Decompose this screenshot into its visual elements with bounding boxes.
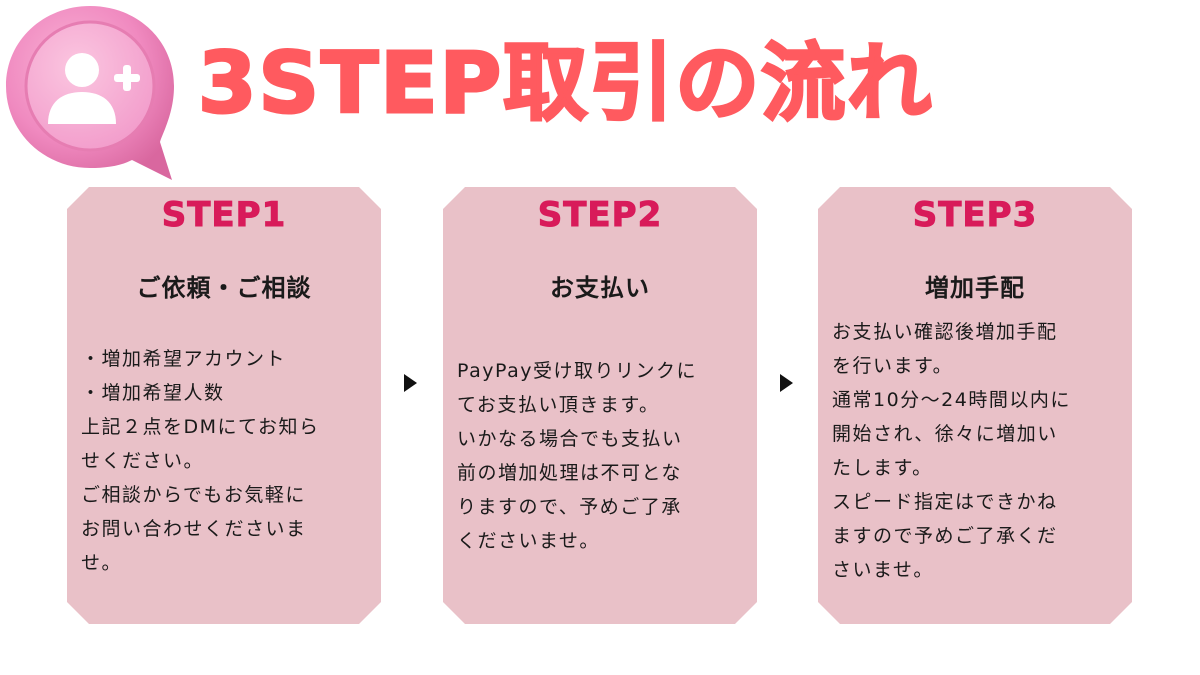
description-line: 上記２点をDMにてお知ら: [81, 416, 320, 438]
description-line: くださいませ。: [457, 530, 600, 552]
description-line: ますので予めご了承くだ: [832, 525, 1058, 547]
step-heading: お支払い: [550, 274, 650, 302]
step-label: STEP2: [537, 195, 663, 235]
step-description: PayPay受け取りリンクに てお支払い頂きます。 いかなる場合でも支払い 前の…: [457, 354, 747, 558]
description-line: ・増加希望人数: [81, 382, 225, 404]
description-line: PayPay受け取りリンクに: [457, 360, 697, 382]
step-label: STEP3: [912, 195, 1038, 235]
description-line: ご相談からでもお気軽に: [81, 484, 306, 506]
step-label: STEP1: [161, 195, 287, 235]
description-line: 通常10分〜24時間以内に: [832, 389, 1071, 411]
description-line: さいませ。: [832, 559, 934, 581]
step-heading: ご依頼・ご相談: [136, 274, 312, 302]
add-user-icon: [6, 6, 174, 180]
description-line: りますので、予めご了承: [457, 496, 682, 518]
add-user-bubble-logo: [2, 2, 182, 182]
step-heading: 増加手配: [925, 274, 1025, 302]
step-description: ・増加希望アカウント ・増加希望人数 上記２点をDMにてお知ら せください。 ご…: [81, 342, 371, 580]
step-card-1: STEP1 ご依頼・ご相談 ・増加希望アカウント ・増加希望人数 上記２点をDM…: [67, 187, 381, 624]
description-line: 前の増加処理は不可とな: [457, 462, 682, 484]
description-line: てお支払い頂きます。: [457, 394, 660, 416]
description-line: ・増加希望アカウント: [81, 348, 287, 370]
arrow-right-icon: [404, 374, 417, 392]
description-line: せ。: [81, 552, 123, 574]
description-line: せください。: [81, 450, 205, 472]
description-line: を行います。: [832, 355, 954, 377]
page-title: 3STEP取引の流れ: [197, 33, 934, 134]
arrow-right-icon: [780, 374, 793, 392]
description-line: いかなる場合でも支払い: [457, 428, 683, 450]
description-line: お問い合わせくださいま: [81, 518, 307, 540]
description-line: たします。: [832, 457, 933, 479]
step-description: お支払い確認後増加手配 を行います。 通常10分〜24時間以内に 開始され、徐々…: [832, 315, 1122, 587]
step-card-3: STEP3 増加手配 お支払い確認後増加手配 を行います。 通常10分〜24時間…: [818, 187, 1132, 624]
step-card-2: STEP2 お支払い PayPay受け取りリンクに てお支払い頂きます。 いかな…: [443, 187, 757, 624]
description-line: お支払い確認後増加手配: [832, 321, 1058, 343]
description-line: スピード指定はできかね: [832, 491, 1058, 513]
description-line: 開始され、徐々に増加い: [832, 423, 1058, 445]
